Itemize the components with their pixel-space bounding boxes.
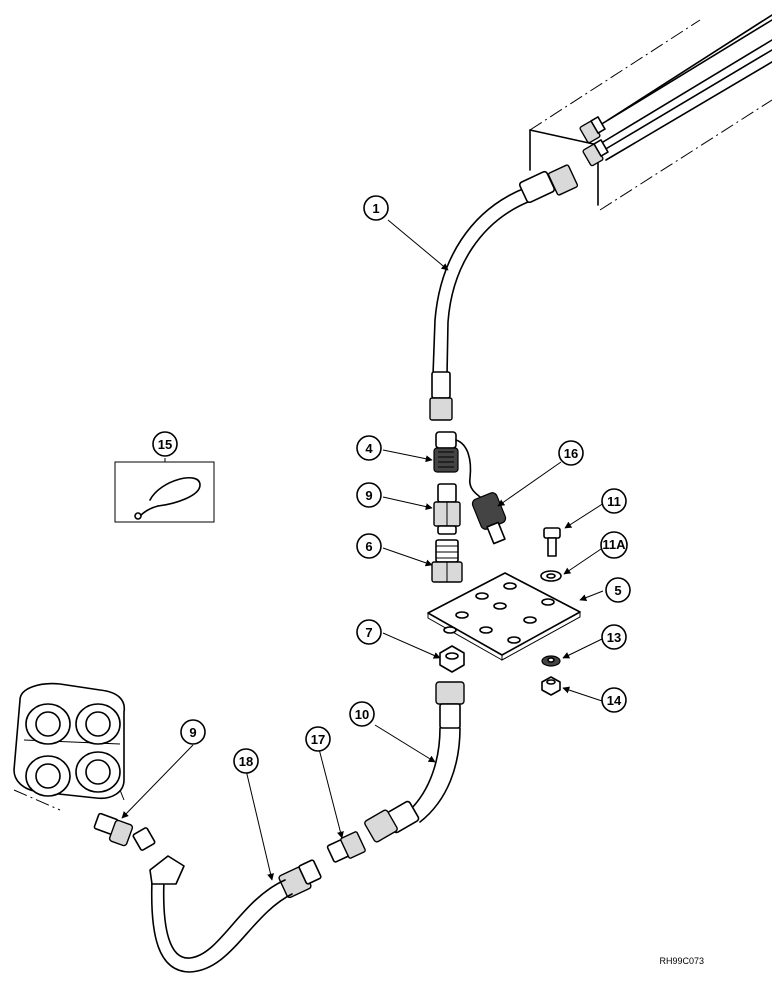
callout-5: 5: [605, 577, 631, 603]
callout-10: 10: [349, 701, 375, 727]
callout-11: 11: [601, 488, 627, 514]
adapter-17: [326, 831, 366, 863]
leader-7: [382, 632, 441, 659]
callout-18: 18: [233, 748, 259, 774]
svg-text:4: 4: [365, 441, 373, 456]
svg-text:1: 1: [372, 201, 379, 216]
callout-9-lower: 9: [180, 719, 206, 745]
leader-lines: [121, 219, 605, 881]
tube-fitting-upper: [579, 116, 606, 144]
adapter-9-lower: [93, 812, 134, 847]
callout-1: 1: [363, 195, 389, 221]
hose-18: [132, 827, 322, 973]
svg-text:15: 15: [158, 437, 172, 452]
leader-9-upper: [382, 496, 433, 511]
leader-17: [317, 744, 344, 839]
drawing-code: RH99C073: [659, 956, 704, 966]
leader-11: [564, 502, 605, 529]
svg-text:5: 5: [614, 583, 621, 598]
callout-7: 7: [356, 619, 382, 645]
svg-text:10: 10: [355, 707, 369, 722]
leader-13: [562, 638, 603, 659]
callout-16: 16: [558, 440, 584, 466]
strap-15-inset: [114, 461, 215, 523]
svg-text:9: 9: [189, 725, 196, 740]
lock-washer-13: [541, 655, 561, 667]
hose-1: [429, 164, 579, 421]
svg-text:13: 13: [607, 630, 621, 645]
svg-text:9: 9: [365, 488, 372, 503]
mounting-plate-5: [427, 572, 581, 661]
svg-text:11: 11: [607, 494, 621, 509]
valve-block: [13, 682, 126, 811]
svg-text:11A: 11A: [602, 537, 626, 552]
callout-15: 15: [152, 431, 178, 457]
svg-text:7: 7: [365, 625, 372, 640]
bulkhead-fitting-6: [431, 539, 463, 583]
callout-17: 17: [305, 726, 331, 752]
svg-text:14: 14: [607, 693, 622, 708]
svg-text:6: 6: [365, 539, 372, 554]
callout-4: 4: [356, 435, 382, 461]
adapter-9-upper: [433, 483, 461, 535]
coupler-4: [433, 431, 459, 473]
nut-14: [541, 676, 561, 696]
machine-frame: [529, 14, 772, 211]
leader-4: [382, 449, 433, 463]
svg-text:18: 18: [239, 754, 253, 769]
callout-9-upper: 9: [356, 482, 382, 508]
leader-5: [579, 590, 604, 601]
leader-1: [387, 219, 449, 271]
callout-6: 6: [356, 533, 382, 559]
sensor-16: [455, 439, 507, 545]
leader-11a: [563, 546, 605, 575]
leader-6: [382, 547, 433, 567]
callout-13: 13: [601, 624, 627, 650]
nut-7: [439, 645, 465, 673]
leader-10: [374, 724, 436, 763]
bolt-11: [543, 527, 561, 557]
leader-18: [245, 769, 274, 881]
callout-14: 14: [601, 687, 627, 713]
svg-text:17: 17: [311, 732, 325, 747]
leader-14: [562, 686, 603, 702]
tube-fitting-lower: [582, 139, 609, 167]
hose-10: [364, 681, 465, 843]
leader-9-lower: [121, 744, 194, 819]
leader-16: [497, 461, 562, 507]
svg-text:16: 16: [564, 446, 578, 461]
washer-11a: [540, 570, 562, 582]
callout-11a: 11A: [600, 531, 628, 559]
